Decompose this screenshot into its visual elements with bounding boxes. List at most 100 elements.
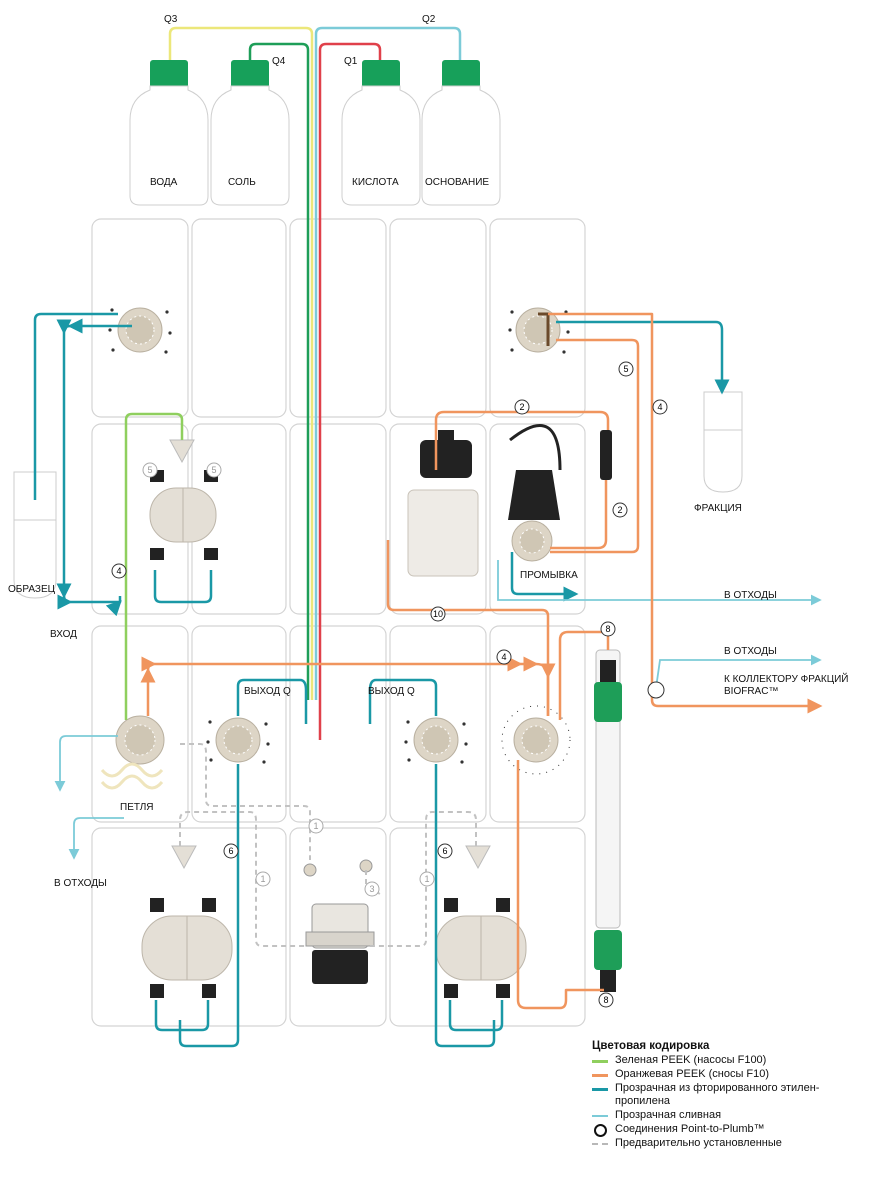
legend-title: Цветовая кодировка — [592, 1040, 710, 1052]
label-to-waste-3: В ОТХОДЫ — [54, 878, 107, 889]
marker-8: 8 — [603, 995, 608, 1005]
point-to-plumb-fitting — [647, 681, 665, 699]
bottle-label-base: ОСНОВАНИЕ — [425, 177, 490, 188]
valve-q-right — [413, 717, 459, 763]
bottle-label-water: ВОДА — [150, 177, 178, 188]
legend-label: Прозрачная из фторированного этилен-проп… — [615, 1082, 820, 1107]
label-q-out-right: ВЫХОД Q — [368, 686, 415, 697]
markers: 2 5 4 2 10 4 8 8 4 6 6 1 1 1 3 5 5 — [111, 361, 668, 1008]
valve-sample-selector — [117, 307, 163, 353]
column — [594, 649, 622, 992]
marker-16: 5 — [147, 465, 152, 475]
legend-label: Соединения Point-to-Plumb™ — [615, 1123, 765, 1135]
legend-item: Зеленая PEEK (насосы F100) — [592, 1054, 872, 1067]
bottle-acid — [341, 60, 421, 206]
valve-column — [501, 705, 571, 775]
line-q-left-down — [178, 764, 240, 1048]
bottle-water — [129, 60, 209, 206]
line-waste-injection — [54, 735, 118, 792]
marker-6: 4 — [501, 652, 506, 662]
line-q-right-down — [434, 764, 496, 1048]
line-waste-loop — [68, 817, 124, 860]
line-sample-in — [33, 312, 118, 500]
label-fraction: ФРАКЦИЯ — [694, 503, 742, 514]
bottle-base — [421, 60, 501, 206]
bottle-label-salt: СОЛЬ — [228, 177, 256, 188]
label-to-waste-2: В ОТХОДЫ — [724, 646, 777, 657]
label-q-out-left: ВЫХОД Q — [244, 686, 291, 697]
line-sample-return — [56, 318, 132, 617]
pump-right — [435, 845, 527, 998]
fraction-tube — [703, 391, 743, 493]
inline-filter — [600, 430, 612, 480]
label-sample: ОБРАЗЕЦ — [8, 584, 56, 595]
marker-10: 6 — [228, 846, 233, 856]
label-to-waste-1: В ОТХОДЫ — [724, 590, 777, 601]
legend-swatch-ring — [592, 1123, 608, 1137]
bottle-salt — [210, 60, 290, 206]
sample-tube — [13, 471, 57, 599]
flush-sensor — [508, 423, 562, 520]
line-flush-waste — [510, 552, 579, 602]
marker-3: 4 — [657, 402, 662, 412]
marker-14: 1 — [424, 874, 429, 884]
bottle-label-acid: КИСЛОТА — [352, 177, 399, 188]
valve-fraction-selector — [515, 307, 561, 353]
line-orange-column-bottom — [516, 760, 604, 1010]
line-pump-left-loop — [154, 1000, 210, 1032]
legend-label: Оранжевая PEEK (сносы F10) — [615, 1068, 770, 1080]
label-q2: Q2 — [422, 14, 436, 25]
label-q1: Q1 — [344, 56, 358, 67]
label-flush: ПРОМЫВКА — [520, 570, 578, 581]
preinstalled-lines — [179, 743, 477, 947]
line-q4-green — [248, 42, 310, 700]
marker-7: 8 — [605, 624, 610, 634]
line-orange-4 — [548, 312, 823, 714]
line-q2-blue — [314, 26, 462, 700]
marker-5: 10 — [433, 609, 443, 619]
marker-17: 5 — [211, 465, 216, 475]
legend-item: Оранжевая PEEK (сносы F10) — [592, 1068, 872, 1081]
pump-left — [141, 845, 233, 998]
label-to-collector-2: BIOFRAC™ — [724, 686, 779, 697]
line-q1-red — [318, 42, 382, 740]
line-q3-yellow — [168, 26, 314, 700]
line-pump-right-loop — [448, 1000, 504, 1032]
line-orange-top — [140, 656, 556, 716]
conductivity-cell — [407, 430, 479, 577]
valve-flush — [511, 520, 553, 562]
legend-item: Прозрачная из фторированного этилен-проп… — [592, 1082, 872, 1108]
label-q4: Q4 — [272, 56, 286, 67]
sample-loop — [100, 762, 164, 790]
marker-11: 6 — [442, 846, 447, 856]
legend-swatch-dashed — [592, 1137, 608, 1150]
legend-swatch-teal — [592, 1082, 608, 1095]
label-inlet: ВХОД — [50, 629, 77, 640]
valve-injection — [115, 715, 165, 765]
marker-2: 5 — [623, 364, 628, 374]
line-orange-2b — [550, 480, 608, 550]
legend-item: Прозрачная сливная — [592, 1109, 872, 1122]
label-loop: ПЕТЛЯ — [120, 802, 154, 813]
color-legend: Цветовая кодировка Зеленая PEEK (насосы … — [592, 1040, 872, 1151]
module-panels — [91, 218, 586, 1027]
marker-4: 2 — [617, 505, 622, 515]
legend-label: Предварительно установленные — [615, 1137, 782, 1149]
marker-1: 2 — [519, 402, 524, 412]
line-orange-5 — [550, 338, 640, 554]
line-orange-column-top — [558, 630, 610, 720]
label-q3: Q3 — [164, 14, 178, 25]
legend-swatch-green — [592, 1054, 608, 1067]
valve-q-left — [215, 717, 261, 763]
legend-item: Соединения Point-to-Plumb™ — [592, 1123, 872, 1137]
line-orange-10 — [386, 540, 550, 716]
legend-label: Прозрачная сливная — [615, 1109, 722, 1121]
valve-port-dots — [108, 308, 570, 764]
marker-13: 1 — [313, 821, 318, 831]
degasser-unit — [303, 859, 375, 984]
marker-12: 1 — [260, 874, 265, 884]
pump-sample — [149, 439, 218, 560]
line-sample-pump-loop — [153, 570, 213, 604]
legend-item: Предварительно установленные — [592, 1137, 872, 1150]
